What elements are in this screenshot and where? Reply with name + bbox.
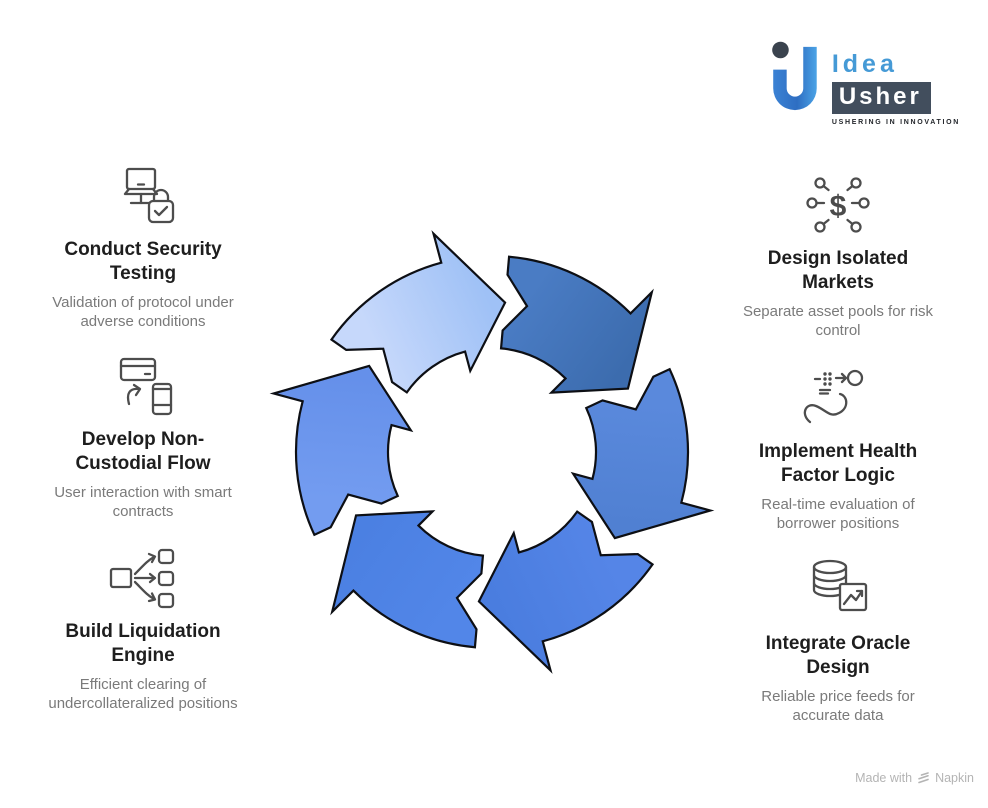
step-title: Integrate Oracle Design [765, 633, 911, 678]
oracle-icon [812, 559, 868, 612]
logo-u-shape [773, 46, 817, 111]
logo-brand-bottom: Usher [831, 82, 931, 114]
made-with-badge: Made with Napkin [855, 771, 974, 785]
logo-dot [772, 41, 789, 59]
cycle-segment-top-left [329, 230, 507, 394]
idea-usher-logomark [772, 41, 817, 111]
security-testing-icon [123, 167, 175, 224]
cycle-diagram [269, 230, 715, 674]
step-build-liquidation-engine: Build Liquidation Engine Efficient clear… [18, 546, 268, 714]
logo-tagline: USHERING IN INNOVATION [831, 119, 960, 126]
step-title: Implement Health Factor Logic [758, 441, 918, 486]
step-implement-health-factor-logic: Implement Health Factor Logic Real-time … [713, 366, 963, 534]
step-description: Separate asset pools for risk control [742, 303, 934, 339]
step-integrate-oracle-design: Integrate Oracle Design Reliable price f… [713, 558, 963, 726]
step-description: Validation of protocol under adverse con… [52, 294, 234, 330]
cycle-segment-bottom-right [477, 510, 655, 674]
step-develop-non-custodial-flow: Develop Non-Custodial Flow User interact… [18, 356, 268, 522]
step-design-isolated-markets: $ Design Isolated Markets Separate asset… [713, 173, 963, 341]
step-title: Build Liquidation Engine [65, 621, 221, 666]
step-conduct-security-testing: Conduct Security Testing Validation of p… [18, 166, 268, 332]
step-title: Conduct Security Testing [64, 239, 222, 284]
step-description: Real-time evaluation of borrower positio… [761, 496, 915, 532]
step-title: Design Isolated Markets [767, 248, 909, 293]
napkin-brand-text: Napkin [935, 771, 974, 785]
cycle-segment-bottom-left [330, 510, 485, 649]
cycle-segment-top-right [499, 255, 654, 394]
napkin-icon [918, 772, 929, 784]
step-description: User interaction with smart contracts [54, 484, 232, 520]
cycle-segment-right [570, 367, 715, 540]
step-description: Efficient clearing of undercollateralize… [48, 676, 238, 712]
step-title: Develop Non-Custodial Flow [75, 429, 211, 474]
made-with-text: Made with [855, 771, 913, 785]
liquidation-icon [109, 548, 175, 609]
logo-text: Idea Usher USHERING IN INNOVATION [831, 38, 960, 126]
health-factor-icon [803, 369, 864, 424]
idea-usher-logo: Idea Usher USHERING IN INNOVATION [767, 38, 960, 126]
non-custodial-icon [119, 357, 173, 416]
step-description: Reliable price feeds for accurate data [761, 688, 915, 724]
logo-brand-top: Idea [831, 50, 898, 78]
svg-text:$: $ [830, 190, 847, 223]
cycle-segment-left [269, 364, 414, 537]
isolated-markets-icon: $ [806, 177, 870, 233]
